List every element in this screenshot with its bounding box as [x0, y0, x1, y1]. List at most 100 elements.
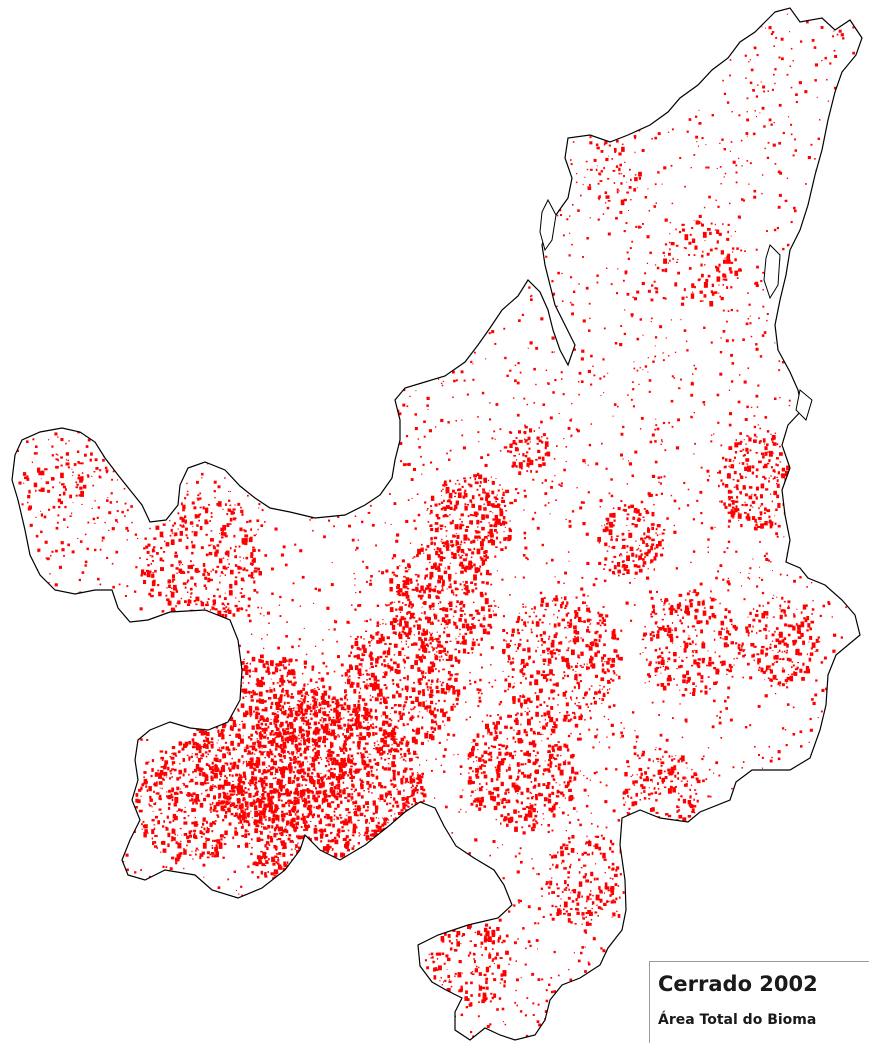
- clearing-patch: [610, 723, 614, 727]
- clearing-patch: [610, 103, 614, 107]
- clearing-patch: [432, 867, 435, 869]
- clearing-patch: [530, 294, 533, 297]
- clearing-patch: [44, 86, 46, 88]
- clearing-patch: [403, 704, 406, 707]
- clearing-patch: [465, 1006, 468, 1009]
- clearing-patch: [840, 846, 843, 849]
- clearing-patch: [739, 10, 741, 12]
- clearing-patch: [611, 158, 613, 160]
- clearing-patch: [207, 416, 210, 419]
- clearing-patch: [78, 307, 81, 310]
- clearing-patch: [783, 536, 785, 538]
- clearing-patch: [722, 330, 726, 333]
- clearing-patch: [487, 56, 490, 59]
- clearing-patch: [714, 526, 716, 528]
- clearing-patch: [289, 183, 292, 187]
- clearing-patch: [799, 730, 803, 734]
- clearing-patch: [772, 143, 776, 147]
- clearing-patch: [819, 489, 821, 491]
- clearing-patch: [451, 320, 454, 323]
- clearing-patch: [390, 19, 392, 21]
- clearing-patch: [843, 462, 846, 465]
- clearing-patch: [377, 407, 380, 410]
- clearing-patch: [238, 644, 241, 648]
- clearing-patch: [463, 351, 466, 355]
- clearing-patch: [465, 701, 467, 703]
- clearing-patch: [656, 590, 658, 593]
- clearing-patch: [753, 913, 756, 916]
- clearing-patch: [504, 504, 507, 507]
- clearing-patch: [421, 903, 424, 907]
- clearing-patch: [31, 611, 35, 615]
- clearing-patch: [152, 627, 155, 630]
- clearing-patch: [242, 252, 245, 255]
- clearing-patch: [848, 697, 851, 700]
- clearing-patch: [640, 845, 643, 849]
- clearing-patch: [288, 900, 292, 904]
- clearing-patch: [315, 433, 318, 437]
- clearing-patch: [191, 36, 194, 39]
- clearing-patch: [763, 90, 765, 93]
- clearing-patch: [780, 331, 784, 334]
- clearing-patch: [259, 321, 263, 326]
- clearing-patch: [482, 488, 485, 492]
- clearing-patch: [426, 1010, 428, 1013]
- clearing-patch: [497, 489, 500, 492]
- clearing-patch: [793, 206, 796, 210]
- clearing-patch: [172, 151, 174, 154]
- clearing-patch: [629, 247, 632, 250]
- clearing-patch: [69, 384, 72, 388]
- clearing-patch: [89, 712, 92, 715]
- clearing-patch: [515, 989, 517, 992]
- clearing-patch: [816, 884, 820, 888]
- clearing-patch: [570, 84, 573, 87]
- clearing-patch: [88, 296, 91, 299]
- clearing-patch: [692, 682, 695, 685]
- clearing-patch: [430, 85, 434, 89]
- clearing-patch: [378, 328, 381, 331]
- clearing-patch: [364, 620, 366, 622]
- clearing-patch: [525, 210, 528, 213]
- clearing-patch: [638, 129, 641, 132]
- clearing-patch: [527, 347, 529, 349]
- clearing-patch: [32, 363, 34, 365]
- clearing-patch: [356, 468, 360, 472]
- clearing-patch: [159, 74, 162, 78]
- clearing-patch: [442, 754, 446, 758]
- clearing-patch: [724, 608, 728, 611]
- clearing-patch: [724, 13, 727, 16]
- clearing-patch: [116, 147, 120, 151]
- clearing-patch: [331, 905, 334, 908]
- clearing-patch: [403, 969, 406, 973]
- clearing-patch: [660, 841, 662, 843]
- clearing-patch: [741, 767, 743, 769]
- clearing-patch: [695, 777, 699, 781]
- clearing-patch: [570, 163, 573, 166]
- clearing-patch: [368, 378, 370, 381]
- clearing-patch: [407, 343, 410, 346]
- clearing-patch: [446, 20, 449, 23]
- clearing-patch: [397, 262, 400, 264]
- clearing-patch: [802, 426, 804, 429]
- clearing-patch: [165, 866, 168, 868]
- clearing-patch: [482, 59, 485, 63]
- clearing-patch: [281, 881, 284, 885]
- clearing-patch: [27, 760, 29, 762]
- clearing-patch: [430, 461, 433, 464]
- clearing-patch: [374, 762, 378, 766]
- clearing-patch: [768, 924, 771, 927]
- clearing-patch: [52, 424, 55, 427]
- clearing-patch: [765, 634, 768, 637]
- clearing-patch: [810, 243, 813, 245]
- clearing-patch: [370, 662, 373, 665]
- clearing-patch: [706, 951, 709, 953]
- clearing-patch: [540, 119, 542, 121]
- clearing-patch: [439, 285, 442, 288]
- clearing-patch: [609, 955, 612, 959]
- clearing-patch: [265, 992, 269, 996]
- clearing-patch: [805, 500, 807, 503]
- clearing-patch: [166, 1030, 168, 1032]
- clearing-patch: [657, 132, 661, 136]
- clearing-patch: [598, 71, 600, 73]
- clearing-patch: [27, 842, 30, 845]
